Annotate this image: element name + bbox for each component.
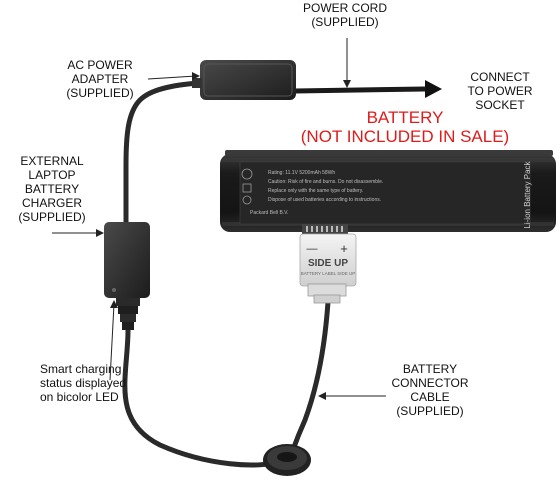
charger-output-cable [122, 327, 288, 468]
battery-pack: Li-ion Battery Pack Rating: 11.1V 5200mA… [220, 150, 556, 234]
battery-label [239, 161, 531, 225]
battery-label-line-1: Rating: 11.1V 5200mAh 58Wh [268, 170, 335, 176]
callout-pointers [52, 38, 386, 400]
battery-connector-cable [287, 299, 331, 461]
label-power-cord: POWER CORD (SUPPLIED) [303, 1, 387, 29]
power-cord-arrow [425, 80, 442, 98]
battery-model: Packard Bell B.V. [250, 210, 288, 216]
label-connect-socket: CONNECT TO POWER SOCKET [467, 70, 533, 112]
connector-side-up: SIDE UP [308, 258, 348, 269]
led-indicator [112, 288, 116, 292]
battery-warning-icons [241, 168, 253, 205]
connector-sub-label: BATTERY LABEL SIDE UP [301, 271, 356, 276]
battery-contacts [302, 224, 348, 234]
ferrite-bead [263, 444, 311, 476]
battery-pack-title: Li-ion Battery Pack [523, 160, 532, 228]
connector-plus: + [340, 241, 348, 256]
label-connector-cable: BATTERY CONNECTOR CABLE (SUPPLIED) [391, 362, 469, 418]
label-battery-not-included: BATTERY (NOT INCLUDED IN SALE) [300, 108, 510, 146]
label-smart-charging: Smart charging status displayed on bicol… [40, 362, 127, 404]
battery-label-line-4: Dispose of used batteries according to i… [268, 197, 381, 203]
label-ac-adapter: AC POWER ADAPTER (SUPPLIED) [66, 58, 134, 100]
battery-connector-block: — + SIDE UP BATTERY LABEL SIDE UP [299, 233, 357, 304]
label-external-charger: EXTERNAL LAPTOP BATTERY CHARGER (SUPPLIE… [18, 154, 86, 224]
connector-minus: — [307, 243, 318, 255]
adapter-to-charger-cable [123, 80, 203, 228]
ac-power-adapter [192, 60, 296, 100]
power-cord [294, 86, 426, 94]
battery-label-line-2: Caution: Risk of fire and burns. Do not … [268, 179, 383, 185]
external-charger [104, 222, 150, 330]
battery-label-line-3: Replace only with the same type of batte… [268, 188, 363, 194]
